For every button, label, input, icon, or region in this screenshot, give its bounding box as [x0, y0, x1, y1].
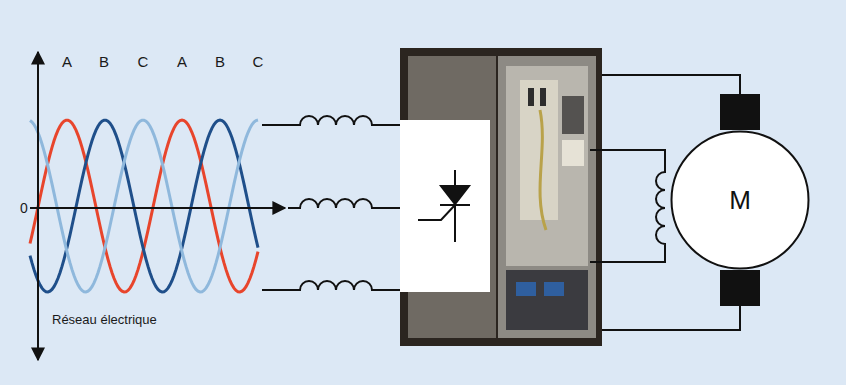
motor-circle: M — [670, 130, 810, 270]
brush — [720, 94, 760, 130]
thyristor-panel — [400, 120, 490, 292]
phase-label: A — [62, 54, 72, 71]
contactor — [562, 96, 584, 134]
brush — [720, 270, 760, 306]
horizontal-axis — [30, 207, 285, 209]
phase-a-wave — [30, 120, 258, 292]
phase-b-wave — [30, 120, 258, 292]
thyristor-gate — [418, 205, 455, 220]
motor-text-holder: M — [670, 130, 810, 270]
phase-label: C — [138, 54, 149, 71]
line-inductors — [262, 116, 402, 290]
relay — [562, 140, 584, 166]
sine-waves — [30, 120, 258, 292]
motor-circle-shape — [672, 132, 809, 269]
cabinet-frame — [400, 48, 602, 346]
phase-c-wave — [30, 120, 258, 292]
motor-label: M — [729, 186, 751, 215]
inductor-wire — [262, 116, 402, 125]
armature-wire — [602, 75, 740, 96]
phase-label: C — [253, 54, 264, 71]
terminal-block — [506, 270, 588, 330]
thyristor-symbol — [418, 170, 470, 242]
field-coil — [590, 150, 665, 262]
phase-label: A — [177, 54, 187, 71]
cabinet-photo — [400, 48, 602, 346]
armature-wire — [602, 305, 740, 330]
cable — [540, 110, 546, 230]
terminal — [528, 88, 534, 106]
cabinet-interior — [498, 56, 596, 338]
network-label: Réseau électrique — [52, 313, 157, 327]
phase-label: B — [99, 54, 109, 71]
inductor-wire — [262, 281, 402, 290]
inductor-wire — [288, 199, 402, 208]
terminal — [516, 282, 536, 296]
mounting-plate — [506, 66, 588, 266]
terminal — [540, 88, 546, 106]
thyristor-triangle — [441, 186, 469, 204]
zero-label: 0 — [20, 201, 28, 216]
vertical-axis-down — [37, 200, 39, 360]
phase-label: B — [215, 54, 225, 71]
terminal — [544, 282, 564, 296]
